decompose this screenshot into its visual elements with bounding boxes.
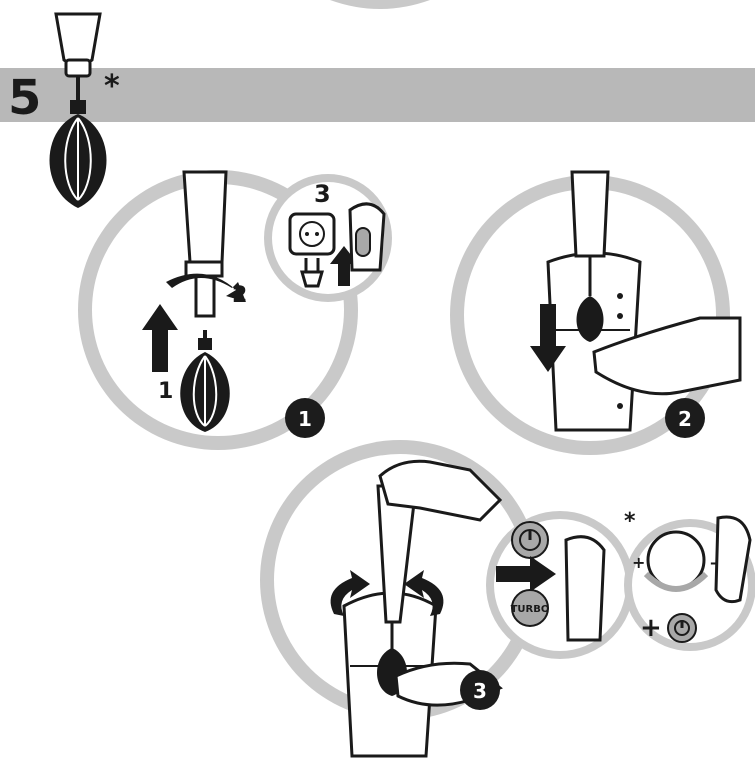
panel-1-badge-number: 1 [298,407,312,431]
turbo-button: TURBO [511,590,550,626]
power-button-icon [668,614,696,642]
blender-body [572,172,608,256]
blender-handle-icon [350,204,384,270]
panel-3: 3 TURBO * + – + [260,440,755,756]
arrow-label-2: 2 [232,283,247,308]
arrow-label-1: 1 [158,379,173,404]
panel-3-badge-number: 3 [473,679,487,703]
step-number: 5 [8,70,41,126]
blender-body [184,172,226,262]
step-header: 5 * [0,68,755,126]
speed-plus-mark: + [632,553,645,572]
handle-in-hand [566,537,604,640]
combo-plus-sign: + [640,613,662,643]
panel-2: 2 [450,172,740,455]
speed-inset-asterisk: * [624,509,636,534]
step-asterisk: * [104,69,120,104]
inset-label-3: 3 [314,180,331,208]
panel-1: 1 2 1 3 [78,170,392,450]
panel-2-badge-number: 2 [678,407,692,431]
power-button-icon [512,522,548,558]
blender-collar [186,262,222,276]
turbo-button-label: TURBO [511,604,550,615]
previous-step-circle-edge [330,0,430,9]
